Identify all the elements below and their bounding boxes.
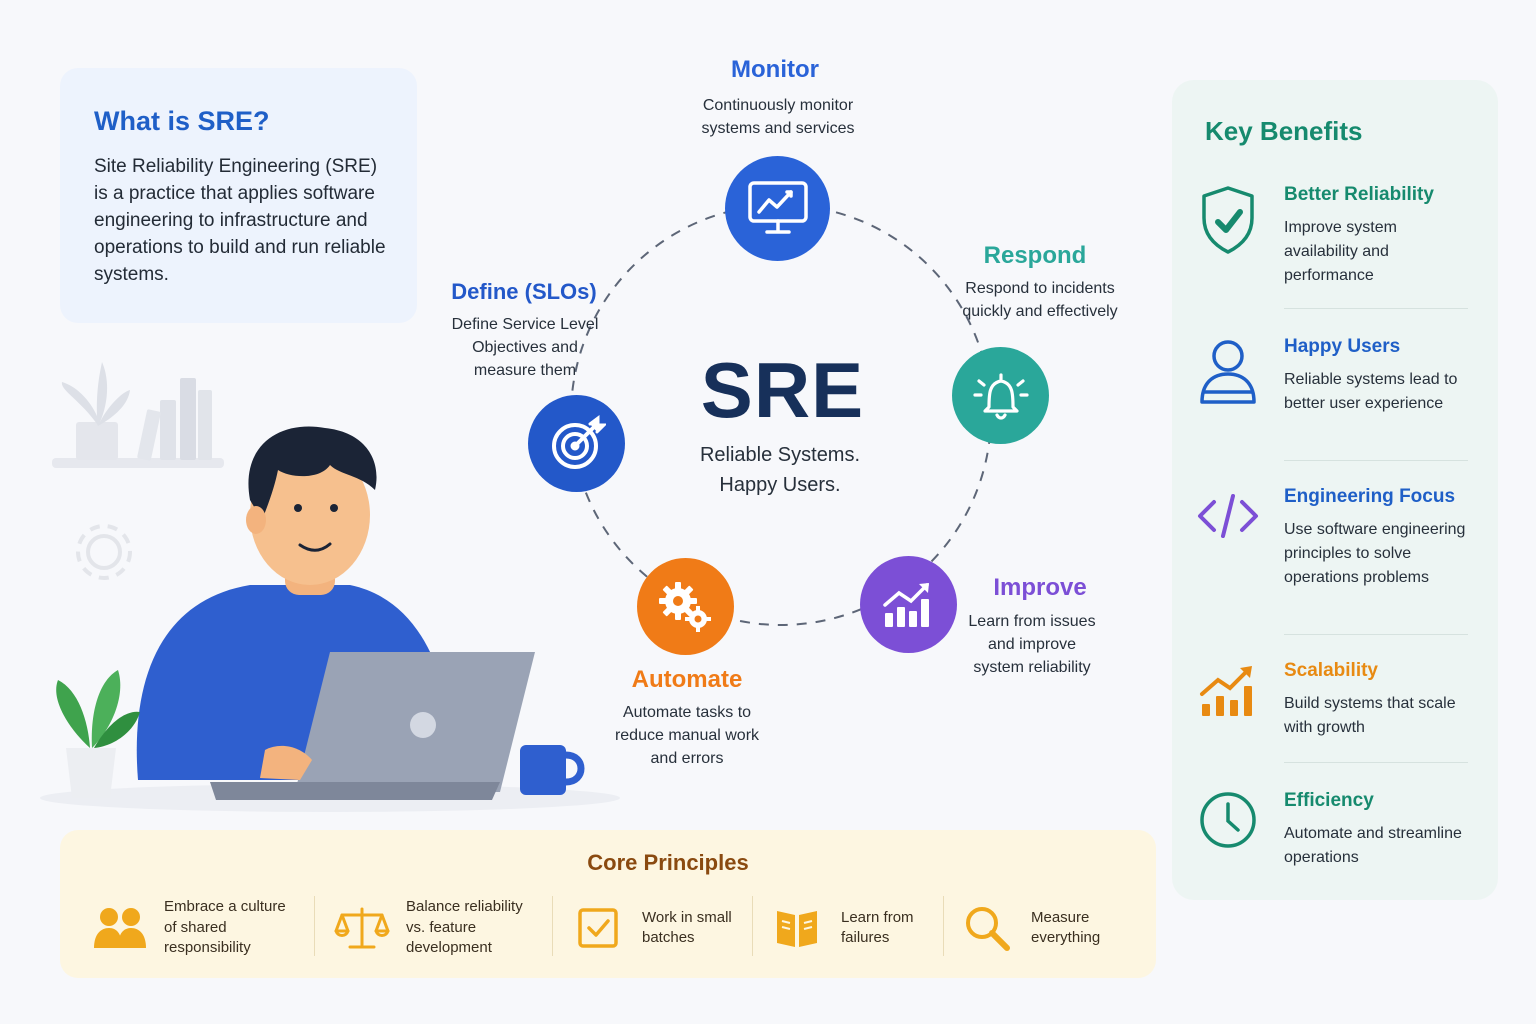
scaling-chart-icon [1200, 666, 1252, 716]
developer-illustration [40, 362, 620, 812]
divider [1284, 634, 1468, 635]
clock-icon [1200, 792, 1256, 848]
checkbox-icon [578, 908, 618, 948]
stage-monitor-title: Monitor [731, 56, 819, 83]
stage-automate-title: Automate [631, 666, 743, 693]
center-subtitle: Reliable Systems. Happy Users. [640, 440, 920, 500]
separator [943, 896, 944, 956]
monitor-chart-icon [747, 180, 808, 234]
people-icon [94, 908, 146, 948]
key-benefits-panel: Key Benefits Better Reliability Improve … [1172, 80, 1498, 900]
code-icon [1198, 494, 1258, 538]
bell-icon [972, 372, 1029, 420]
stage-improve-title: Improve [993, 574, 1087, 601]
key-benefits-title: Key Benefits [1205, 116, 1363, 146]
benefit-desc: Use software engineering principles to s… [1284, 521, 1466, 586]
benefit-title: Scalability [1284, 660, 1378, 681]
what-is-sre-card: What is SRE? Site Reliability Engineerin… [60, 68, 417, 323]
stage-monitor-circle [725, 156, 830, 261]
stage-define-title: Define (SLOs) [451, 279, 597, 304]
what-is-sre-text: Site Reliability Engineering (SRE) is a … [94, 156, 386, 285]
user-icon [1200, 340, 1256, 404]
benefit-desc: Automate and streamline operations [1284, 825, 1462, 866]
separator [314, 896, 315, 956]
laptop-icon [210, 652, 535, 800]
stage-automate-circle [637, 558, 734, 655]
target-icon [551, 414, 606, 469]
center-subtitle-line-1: Reliable Systems. [699, 444, 861, 466]
magnifier-icon [966, 907, 1010, 951]
benefit-desc: Reliable systems lead to better user exp… [1284, 371, 1458, 412]
stage-respond-circle [952, 347, 1049, 444]
shelf-icon [52, 362, 224, 468]
gears-icon [658, 581, 711, 632]
divider [1284, 460, 1468, 461]
benefit-desc: Improve system availability and performa… [1284, 219, 1397, 284]
stage-respond-title: Respond [983, 242, 1087, 269]
core-principles-title: Core Principles [587, 850, 749, 875]
benefit-title: Happy Users [1284, 336, 1401, 357]
growth-chart-icon [882, 582, 929, 627]
what-is-sre-title: What is SRE? [94, 106, 270, 136]
gear-icon [76, 524, 132, 580]
stage-improve-circle [860, 556, 957, 653]
separator [552, 896, 553, 956]
shield-check-icon [1202, 186, 1254, 254]
benefit-title: Engineering Focus [1284, 486, 1456, 507]
center-subtitle-line-2: Happy Users. [719, 474, 841, 496]
benefit-title: Efficiency [1284, 790, 1374, 811]
stage-define-circle [528, 395, 625, 492]
potted-plant-icon [56, 670, 140, 798]
benefit-title: Better Reliability [1284, 184, 1434, 205]
book-icon [777, 911, 817, 947]
divider [1284, 308, 1468, 309]
balance-scale-icon [334, 907, 390, 949]
center-title: SRE [700, 346, 865, 434]
benefit-desc: Build systems that scale with growth [1284, 695, 1456, 736]
mug-icon [520, 745, 585, 795]
divider [1284, 762, 1468, 763]
separator [752, 896, 753, 956]
